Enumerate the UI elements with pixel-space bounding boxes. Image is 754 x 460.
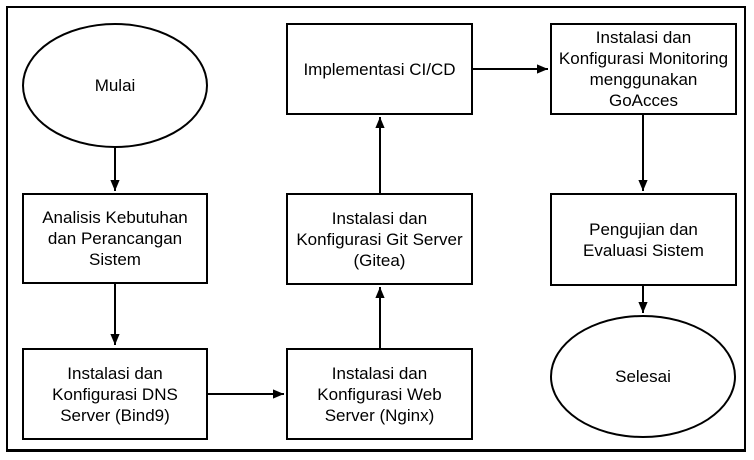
flowchart-node-monitoring: Instalasi dan Konfigurasi Monitoring men…	[550, 23, 737, 115]
node-label-nginx: Instalasi dan Konfigurasi Web Server (Ng…	[317, 363, 442, 425]
flowchart-node-pengujian: Pengujian dan Evaluasi Sistem	[550, 193, 737, 286]
flowchart-node-mulai: Mulai	[22, 23, 208, 148]
diagram-border	[6, 6, 746, 452]
node-label-dns: Instalasi dan Konfigurasi DNS Server (Bi…	[52, 363, 178, 425]
node-label-monitoring: Instalasi dan Konfigurasi Monitoring men…	[558, 28, 729, 110]
node-label-pengujian: Pengujian dan Evaluasi Sistem	[583, 219, 704, 260]
node-label-cicd: Implementasi CI/CD	[303, 59, 456, 79]
node-label-gitea: Instalasi dan Konfigurasi Git Server (Gi…	[296, 208, 463, 270]
node-label-analisis: Analisis Kebutuhan dan Perancangan Siste…	[42, 208, 188, 269]
flowchart-node-analisis: Analisis Kebutuhan dan Perancangan Siste…	[22, 193, 208, 284]
flowchart-node-selesai: Selesai	[550, 315, 736, 438]
node-label-mulai: Mulai	[94, 76, 136, 95]
flowchart-node-cicd: Implementasi CI/CD	[286, 23, 473, 115]
flowchart-node-nginx: Instalasi dan Konfigurasi Web Server (Ng…	[286, 348, 473, 440]
flowchart-node-dns: Instalasi dan Konfigurasi DNS Server (Bi…	[22, 348, 208, 440]
node-label-selesai: Selesai	[615, 367, 671, 386]
flowchart-node-gitea: Instalasi dan Konfigurasi Git Server (Gi…	[286, 193, 473, 285]
